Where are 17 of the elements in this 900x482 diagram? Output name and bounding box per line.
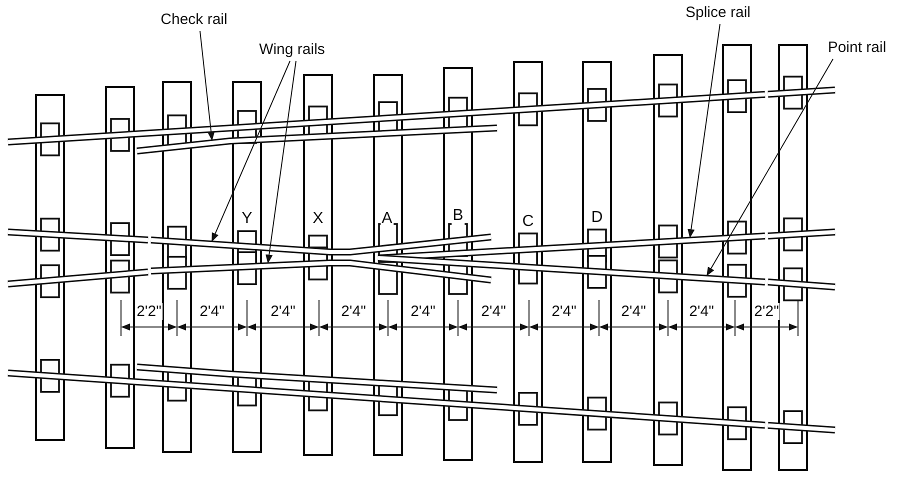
rail [150, 260, 492, 284]
callout-label: Check rail [160, 11, 228, 28]
callout-label: Wing rails [259, 41, 325, 58]
rail [150, 234, 492, 256]
callout-label: Splice rail [685, 4, 751, 21]
leader-line [200, 30, 215, 141]
point-letter: A [380, 210, 394, 228]
callout-label: Point rail [828, 39, 886, 56]
dimension-text: 2'2" [136, 303, 162, 320]
dimension-text: 2'2" [753, 303, 780, 320]
leader-line [688, 24, 720, 238]
point-letter: B [452, 207, 464, 225]
rail [378, 254, 766, 286]
leader-line [212, 60, 290, 242]
leader-line [706, 58, 834, 276]
leader-line [266, 60, 296, 264]
rail [136, 124, 498, 154]
